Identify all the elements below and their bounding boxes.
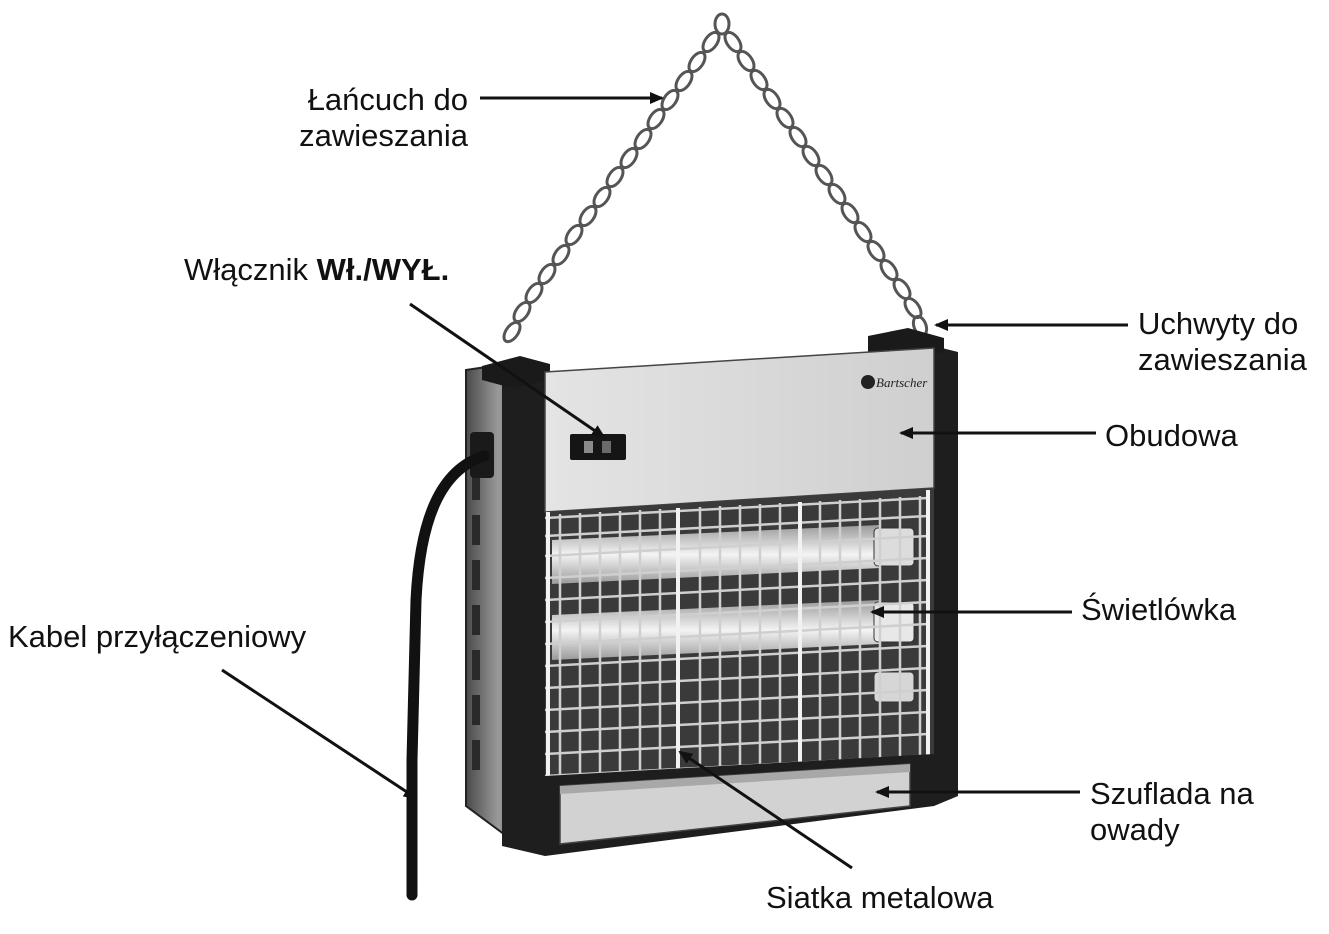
label-metal-grid: Siatka metalowa [766, 880, 994, 915]
label-line: zawieszania [299, 118, 468, 153]
label-housing: Obudowa [1105, 418, 1238, 453]
label-text: Włącznik [184, 252, 317, 287]
label-line: owady [1090, 812, 1180, 847]
label-line: zawieszania [1138, 342, 1307, 377]
brand-logo: Bartscher [876, 375, 928, 390]
label-hanging-hooks: Uchwyty do zawieszania [1138, 306, 1307, 378]
label-on-off-switch: Włącznik Wł./WYŁ. [184, 252, 449, 288]
brand-logo-icon [861, 375, 875, 389]
label-hanging-chain: Łańcuch do zawieszania [288, 82, 468, 154]
label-insect-drawer: Szuflada na owady [1090, 776, 1254, 848]
leader-lines [221, 92, 1128, 870]
label-text-bold: Wł./WYŁ. [316, 252, 450, 287]
label-line: Uchwyty do [1138, 306, 1299, 341]
label-fluorescent-tube: Świetlówka [1081, 592, 1237, 627]
arrow-grid [678, 750, 853, 870]
label-line: Łańcuch do [307, 82, 468, 117]
hanging-chain [502, 12, 929, 344]
label-line: Szuflada na [1090, 776, 1254, 811]
metal-grid [544, 496, 929, 778]
label-connection-cable: Kabel przyłączeniowy [8, 619, 307, 654]
arrow-switch [409, 302, 606, 439]
arrow-cable [221, 668, 418, 800]
device-body: Bartscher [406, 328, 958, 901]
